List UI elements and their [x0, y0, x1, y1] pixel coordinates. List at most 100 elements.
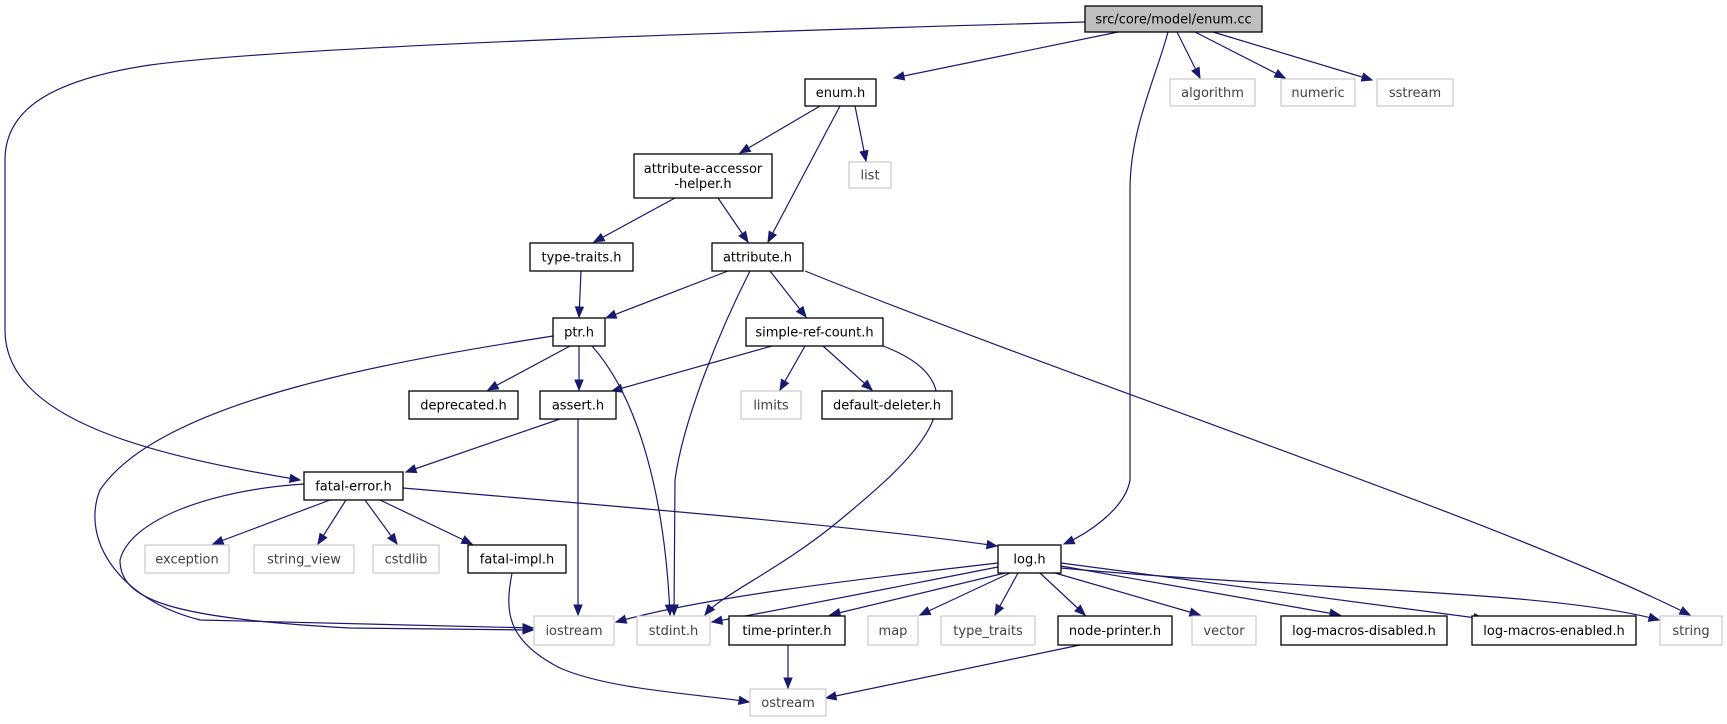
- node-label: exception: [155, 553, 219, 568]
- node-label: ptr.h: [564, 326, 594, 341]
- edge-line: [4, 21, 1086, 481]
- edge-fatal_error-to-exception: [211, 499, 331, 545]
- edge-line: [605, 270, 729, 319]
- node-box: [636, 615, 711, 646]
- arrow-head-icon: [985, 539, 999, 550]
- edge-line: [767, 105, 841, 243]
- node-box: [1280, 78, 1356, 107]
- node-assert-h[interactable]: assert.h: [539, 390, 617, 420]
- node-label: -helper.h: [674, 177, 731, 192]
- arrow-head-icon: [288, 473, 302, 483]
- arrow-head-icon: [994, 603, 1005, 617]
- edge-line: [1194, 31, 1286, 79]
- node-ptr-h[interactable]: ptr.h: [552, 317, 606, 347]
- node-label: log.h: [1013, 553, 1045, 568]
- edge-simple_ref-to-assert_h: [610, 345, 773, 393]
- node-label: iostream: [545, 624, 602, 639]
- node-log-h[interactable]: log.h: [997, 544, 1062, 574]
- node-box: [552, 317, 606, 347]
- edge-simple_ref-to-default_del: [822, 345, 874, 391]
- node-box: [1471, 615, 1637, 646]
- edge-line: [487, 345, 571, 391]
- arrow-head-icon: [824, 691, 838, 701]
- node-log-dis[interactable]: log-macros-disabled.h: [1280, 615, 1448, 646]
- edge-type_traits_h-to-ptr_h: [574, 270, 585, 319]
- edge-enum_cc-to-fatal_error: [4, 21, 1086, 483]
- edge-log_h-to-type_traits: [994, 572, 1019, 617]
- edge-fatal_error-to-iostream: [119, 483, 535, 635]
- edge-log_h-to-log_dis: [1060, 565, 1342, 618]
- node-label: cstdlib: [385, 553, 428, 568]
- edge-enum_cc-to-enum_h: [892, 31, 1119, 81]
- node-box: [533, 615, 615, 646]
- edge-ptr_h-to-assert_h: [574, 346, 584, 392]
- edge-line: [119, 483, 534, 631]
- node-label: string_view: [267, 553, 341, 568]
- node-default-del[interactable]: default-deleter.h: [821, 390, 953, 420]
- node-cstdlib: cstdlib: [372, 544, 440, 574]
- node-box: [1376, 78, 1454, 107]
- node-label: simple-ref-count.h: [755, 326, 873, 341]
- node-box: [804, 78, 877, 107]
- arrow-head-icon: [317, 532, 328, 546]
- edge-fatal_error-to-fatal_impl: [379, 499, 474, 545]
- edge-fatal_error-to-log_h: [402, 487, 999, 550]
- edge-line: [739, 105, 821, 154]
- node-label: type_traits: [953, 624, 1023, 639]
- edge-enum_h-to-attribute_h: [767, 105, 841, 244]
- node-box: [711, 242, 804, 272]
- node-type-traits-h[interactable]: type-traits.h: [529, 242, 634, 272]
- edge-ptr_h-to-stdint: [591, 345, 675, 617]
- node-exception: exception: [144, 544, 230, 574]
- edge-enum_cc-to-numeric: [1194, 31, 1287, 79]
- node-label: default-deleter.h: [833, 399, 941, 414]
- node-label: time-printer.h: [742, 624, 831, 639]
- node-label: attribute.h: [723, 251, 792, 266]
- node-log-en[interactable]: log-macros-enabled.h: [1471, 615, 1637, 646]
- node-attribute-h[interactable]: attribute.h: [711, 242, 804, 272]
- edge-line: [673, 270, 751, 616]
- edge-time_printer-to-ostream: [783, 645, 793, 690]
- edge-enum_cc-to-log_h: [1062, 31, 1169, 545]
- node-box: [1084, 5, 1263, 33]
- node-box: [253, 544, 355, 574]
- node-label: ostream: [761, 696, 815, 711]
- node-simple-ref[interactable]: simple-ref-count.h: [745, 317, 884, 347]
- edge-node_printer-to-ostream: [824, 644, 1081, 701]
- edge-line: [1063, 31, 1169, 545]
- node-label: stdint.h: [649, 624, 698, 639]
- node-label: deprecated.h: [420, 399, 506, 414]
- node-box: [821, 390, 953, 420]
- edge-line: [379, 499, 473, 545]
- edge-line: [1060, 567, 1660, 621]
- node-label: node-printer.h: [1069, 624, 1161, 639]
- edge-line: [615, 562, 999, 623]
- node-fatal-impl[interactable]: fatal-impl.h: [467, 544, 567, 574]
- node-label: type-traits.h: [542, 251, 622, 266]
- arrow-head-icon: [1273, 69, 1287, 79]
- node-enum-cc[interactable]: src/core/model/enum.cc: [1084, 5, 1263, 33]
- edge-attribute_h-to-ptr_h: [604, 270, 729, 319]
- node-deprecated-h[interactable]: deprecated.h: [408, 390, 519, 420]
- node-enum-h[interactable]: enum.h: [804, 78, 877, 107]
- arrow-head-icon: [1360, 72, 1374, 82]
- edge-line: [591, 345, 671, 616]
- arrow-head-icon: [892, 71, 906, 81]
- edge-log_h-to-string: [1060, 567, 1661, 622]
- node-node-printer[interactable]: node-printer.h: [1057, 615, 1173, 646]
- node-box: [144, 544, 230, 574]
- node-fatal-error[interactable]: fatal-error.h: [303, 471, 404, 501]
- node-label: list: [860, 169, 879, 184]
- node-label: string: [1672, 624, 1709, 639]
- node-label: vector: [1203, 624, 1245, 639]
- node-attr-acc[interactable]: attribute-accessor-helper.h: [633, 153, 773, 199]
- arrow-head-icon: [486, 380, 500, 391]
- node-box: [1169, 78, 1256, 107]
- edge-line: [825, 644, 1081, 699]
- node-time-printer[interactable]: time-printer.h: [728, 615, 846, 646]
- node-box: [1191, 615, 1257, 646]
- node-label: src/core/model/enum.cc: [1095, 13, 1251, 28]
- node-box: [1659, 615, 1723, 646]
- arrow-head-icon: [522, 625, 535, 635]
